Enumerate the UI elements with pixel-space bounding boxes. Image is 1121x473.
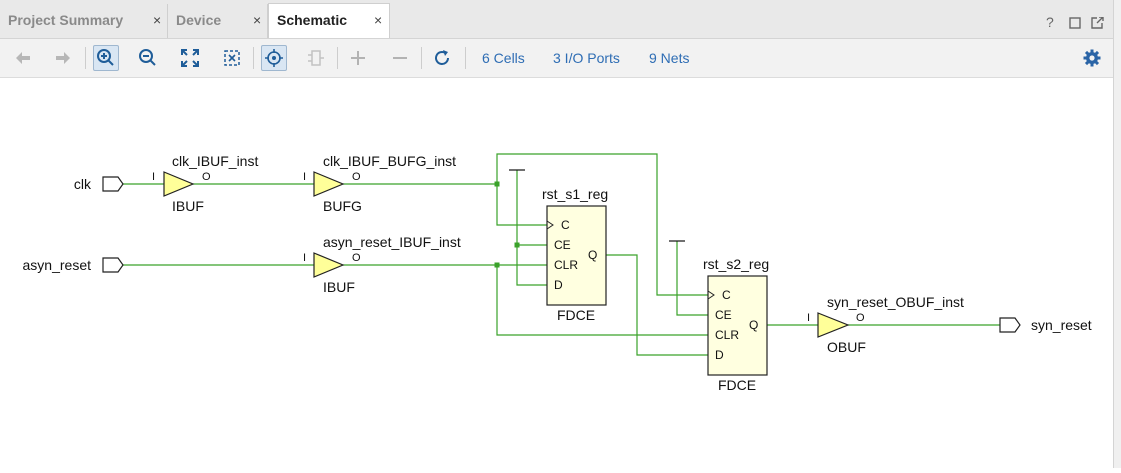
gear-icon[interactable] [1079, 45, 1105, 71]
collapse-minus-icon[interactable] [387, 45, 413, 71]
net-ff1-ce [516, 170, 547, 286]
close-icon[interactable]: × [253, 12, 262, 28]
zoom-fit-icon[interactable] [177, 45, 203, 71]
buffer-reset-obuf [817, 312, 850, 338]
port-label-asyn-reset: asyn_reset [23, 257, 92, 273]
tab-label: Device [176, 12, 222, 28]
cell-name-ff2: rst_s2_reg [703, 256, 769, 272]
cell-name-reset-obuf: syn_reset_OBUF_inst [827, 294, 964, 310]
toolbar-separator [421, 47, 422, 69]
net-ff1-q [606, 254, 708, 356]
float-icon[interactable] [1091, 16, 1104, 32]
pin-label: C [561, 218, 570, 232]
expand-plus-icon[interactable] [345, 45, 371, 71]
tab-label: Project Summary [8, 12, 124, 28]
tab-device[interactable]: Device × [168, 4, 268, 38]
cell-name-clk-ibuf: clk_IBUF_inst [172, 153, 258, 169]
zoom-selection-icon[interactable] [219, 45, 245, 71]
cell-type-clk-bufg: BUFG [323, 198, 362, 214]
cell-name-ff1: rst_s1_reg [542, 186, 608, 202]
junction [514, 242, 520, 248]
schematic-canvas[interactable]: clk asyn_reset syn_reset clk_IBUF_inst I… [0, 78, 1113, 468]
flip-flop-body [546, 205, 607, 306]
buffer-clk-ibuf [163, 171, 195, 197]
port-label-clk: clk [74, 176, 92, 192]
port-label-syn-reset: syn_reset [1031, 317, 1092, 333]
cells-link[interactable]: 6 Cells [482, 50, 525, 66]
pin-label: I [303, 171, 306, 183]
tab-project-summary[interactable]: Project Summary × [0, 4, 168, 38]
net-clk-branch [496, 153, 708, 296]
select-mode-icon[interactable] [261, 45, 287, 71]
cell-type-ff1: FDCE [557, 307, 595, 323]
pin-label: Q [749, 318, 758, 332]
junction [494, 181, 500, 187]
pin-label: O [352, 252, 361, 264]
back-arrow-icon[interactable] [10, 45, 36, 71]
close-icon[interactable]: × [374, 12, 383, 28]
flip-flop-body [707, 275, 768, 376]
pin-label: D [715, 348, 724, 362]
pin-label: I [807, 312, 810, 324]
cell-icon[interactable] [303, 45, 329, 71]
forward-arrow-icon[interactable] [50, 45, 76, 71]
pin-label: I [303, 252, 306, 264]
cell-name-reset-ibuf: asyn_reset_IBUF_inst [323, 234, 461, 250]
toolbar-separator [85, 47, 86, 69]
tab-schematic[interactable]: Schematic × [268, 3, 390, 38]
zoom-in-icon[interactable] [93, 45, 119, 71]
cell-type-ff2: FDCE [718, 377, 756, 393]
schematic-diagram[interactable]: clk asyn_reset syn_reset clk_IBUF_inst I… [0, 78, 1113, 468]
refresh-icon[interactable] [429, 45, 455, 71]
input-port-asyn-reset [102, 257, 124, 273]
tab-label: Schematic [277, 12, 348, 28]
net-clk-bufg [343, 183, 547, 226]
pin-label: D [554, 278, 563, 292]
clock-pin-marker [707, 290, 715, 300]
buffer-reset-ibuf [313, 252, 345, 278]
pin-label: I [152, 171, 155, 183]
io-ports-link[interactable]: 3 I/O Ports [553, 50, 620, 66]
toolbar: 6 Cells 3 I/O Ports 9 Nets [0, 39, 1113, 78]
net-reset-branch [496, 265, 708, 336]
buffer-clk-bufg [313, 171, 345, 197]
pin-label: CE [554, 238, 571, 252]
restore-icon[interactable] [1069, 16, 1081, 32]
cell-ff2: C CE CLR D Q [707, 275, 768, 376]
tab-bar: Project Summary × Device × Schematic × ? [0, 0, 1113, 39]
clock-pin-marker [546, 220, 554, 230]
input-port-clk [102, 176, 124, 192]
cell-ff1: C CE CLR D Q [546, 205, 607, 306]
pin-label: CE [715, 308, 732, 322]
toolbar-separator [337, 47, 338, 69]
close-icon[interactable]: × [153, 12, 162, 28]
cell-type-reset-obuf: OBUF [827, 339, 866, 355]
pin-label: O [856, 312, 865, 324]
help-icon[interactable]: ? [1046, 14, 1054, 30]
cell-name-clk-bufg: clk_IBUF_BUFG_inst [323, 153, 456, 169]
pin-label: O [352, 171, 361, 183]
cell-type-clk-ibuf: IBUF [172, 198, 204, 214]
pin-label: CLR [554, 258, 578, 272]
net-ff2-ce [676, 241, 708, 316]
toolbar-separator [253, 47, 254, 69]
pin-label: Q [588, 248, 597, 262]
nets-link[interactable]: 9 Nets [649, 50, 690, 66]
toolbar-separator [465, 47, 466, 69]
panel-border [1113, 0, 1121, 468]
pin-label: O [202, 171, 211, 183]
output-port-syn-reset [999, 317, 1021, 333]
junction [494, 262, 500, 268]
pin-label: C [722, 288, 731, 302]
cell-type-reset-ibuf: IBUF [323, 279, 355, 295]
pin-label: CLR [715, 328, 739, 342]
zoom-out-icon[interactable] [135, 45, 161, 71]
